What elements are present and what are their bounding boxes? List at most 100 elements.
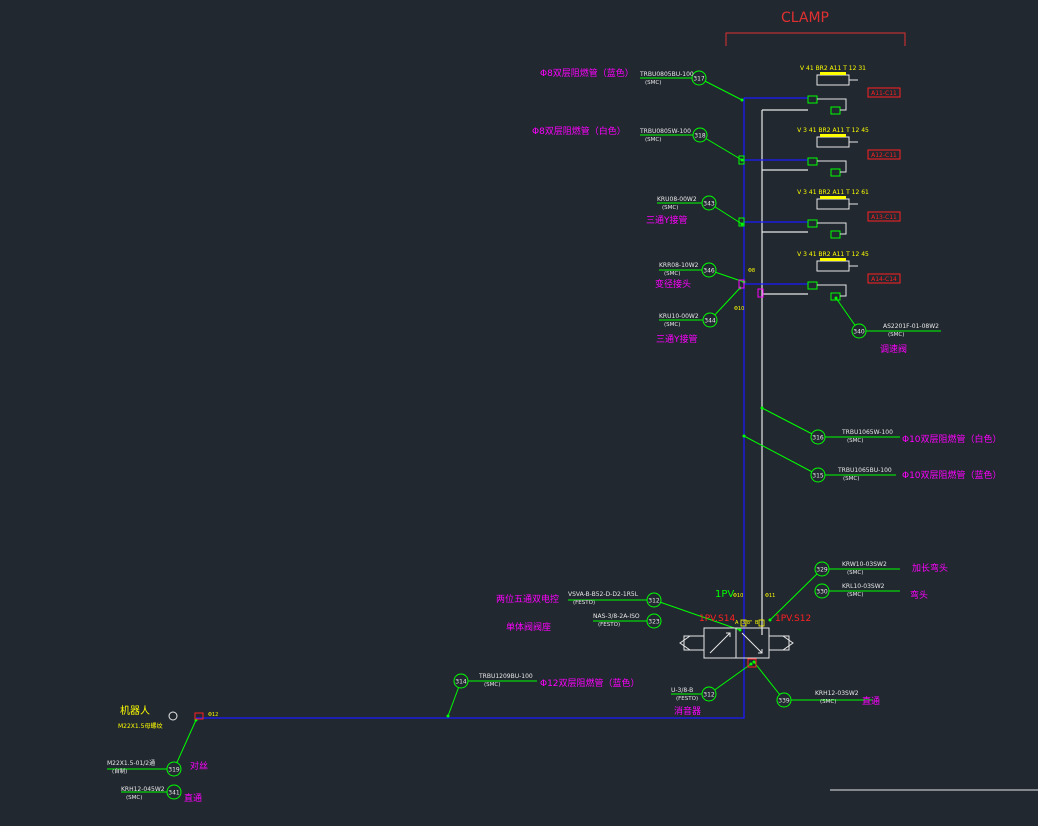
callout-vendor: (SMC) bbox=[645, 80, 661, 86]
callout-leader bbox=[753, 661, 785, 701]
callout-vendor: (SMC) bbox=[664, 271, 680, 277]
leader-arrow bbox=[742, 434, 746, 438]
cylinder-rod bbox=[820, 196, 846, 199]
valve-pipe bbox=[817, 98, 847, 111]
callout-number: 323 bbox=[648, 619, 660, 626]
callout-vendor: (SMC) bbox=[843, 476, 859, 482]
fitting-y-upper bbox=[738, 155, 745, 165]
callout-bubble bbox=[701, 262, 717, 278]
callout-vendor: (SMC) bbox=[847, 592, 863, 598]
exhaust-port bbox=[747, 658, 757, 668]
solenoid-b bbox=[768, 635, 790, 651]
main-tubes bbox=[196, 97, 808, 719]
valve-tag-box bbox=[867, 87, 901, 98]
clamp-bracket bbox=[725, 32, 906, 46]
callout-part: NAS-3/8-2A-ISO bbox=[593, 613, 640, 620]
callout-part: KRR08-10W2 bbox=[659, 262, 699, 269]
valve-arrow-b bbox=[741, 632, 763, 654]
callout-desc: 单体阀阀座 bbox=[506, 621, 551, 633]
robot-fitting bbox=[194, 712, 204, 720]
port-a-label: A bbox=[735, 620, 739, 626]
cylinder-rod bbox=[820, 258, 846, 261]
valve-tag-box bbox=[867, 211, 901, 222]
callout-number: 346 bbox=[703, 268, 715, 275]
blue-supply-line bbox=[196, 98, 745, 719]
port-a-fitting bbox=[740, 619, 747, 627]
callout-number: 317 bbox=[693, 76, 705, 83]
callout-bubble bbox=[810, 429, 826, 445]
valve-tag: A14-C14 bbox=[871, 276, 897, 283]
callout-leader bbox=[173, 719, 197, 770]
callout-part: TRBU1065W-100 bbox=[841, 429, 893, 436]
reducer-fitting bbox=[738, 279, 745, 289]
port-b-label: B bbox=[755, 620, 759, 626]
callout-desc: Φ12双层阻燃管（蓝色） bbox=[540, 677, 640, 689]
callout-number: 329 bbox=[816, 567, 828, 574]
leader-arrow bbox=[740, 158, 744, 162]
callout: 323 NAS-3/8-2A-ISO (FESTO) 单体阀阀座 bbox=[506, 613, 662, 633]
callout-leader bbox=[698, 77, 743, 101]
callout-vendor: (FESTO) bbox=[598, 622, 620, 628]
callout-bubble bbox=[701, 195, 717, 211]
clamp-label: CLAMP bbox=[781, 10, 829, 26]
callout-leader bbox=[708, 663, 752, 695]
callout-desc: Φ10双层阻燃管（白色） bbox=[902, 433, 1002, 445]
callout-part: U-3/8-B bbox=[671, 687, 693, 694]
callout-bubble bbox=[646, 613, 662, 629]
solenoid-a bbox=[683, 635, 705, 651]
valve-name: 1PV bbox=[715, 589, 734, 600]
leader-arrow bbox=[834, 296, 838, 300]
callout-part: TRBU1065BU-100 bbox=[837, 467, 892, 474]
callout-bubble bbox=[814, 561, 830, 577]
callout-desc: 消音器 bbox=[674, 705, 701, 717]
callout-number: 330 bbox=[816, 589, 828, 596]
leader-arrow bbox=[738, 628, 742, 632]
callout-bubble bbox=[453, 673, 469, 689]
clamp-group-header: CLAMP bbox=[725, 10, 906, 46]
callout-vendor: (SMC) bbox=[662, 205, 678, 211]
callout-desc: 变径接头 bbox=[655, 278, 691, 290]
leader-arrow bbox=[749, 662, 753, 666]
callout-part: AS2201F-01-08W2 bbox=[883, 323, 939, 330]
valve-tag: A12-C11 bbox=[871, 152, 897, 159]
callout-part: KRU10-00W2 bbox=[659, 313, 699, 320]
callout-desc: 直通 bbox=[862, 695, 880, 707]
callout-desc: 两位五通双电控 bbox=[496, 593, 559, 605]
callout-desc: 三通Y接管 bbox=[646, 214, 688, 226]
valve-tag-box bbox=[867, 149, 901, 160]
valve-tag: A11-C11 bbox=[871, 90, 897, 97]
callout-vendor: (SMC) bbox=[126, 795, 142, 801]
callout-number: 312 bbox=[648, 598, 660, 605]
callout-part: TRBU1209BU-100 bbox=[478, 673, 533, 680]
callout-part: VSVA-B-B52-D-D2-1R5L bbox=[568, 591, 639, 598]
callout-number: 339 bbox=[778, 698, 790, 705]
callout-number: 319 bbox=[168, 767, 180, 774]
spring-a bbox=[679, 635, 691, 651]
y-fitting-white bbox=[757, 288, 764, 298]
callout-number: 314 bbox=[455, 679, 467, 686]
pipe-12-label: Φ12 bbox=[208, 712, 218, 718]
callout-desc: 弯头 bbox=[910, 589, 928, 601]
callout-part: TRBU0805BU-100 bbox=[639, 71, 694, 78]
callout: 312 VSVA-B-B52-D-D2-1R5L (FESTO) 两位五通双电控 bbox=[496, 591, 742, 632]
callout-vendor: (SMC) bbox=[820, 699, 836, 705]
cylinder-rod bbox=[820, 72, 846, 75]
callout-vendor: (SMC) bbox=[847, 570, 863, 576]
valve-tag: A13-C11 bbox=[871, 214, 897, 221]
callout-part: TRBU0805W-100 bbox=[639, 128, 691, 135]
callout-number: 316 bbox=[812, 435, 824, 442]
valve-pipe bbox=[817, 160, 847, 173]
bore-b-label: Φ11 bbox=[765, 593, 775, 599]
callout-vendor: (SMC) bbox=[645, 137, 661, 143]
callout-bubble bbox=[851, 323, 867, 339]
